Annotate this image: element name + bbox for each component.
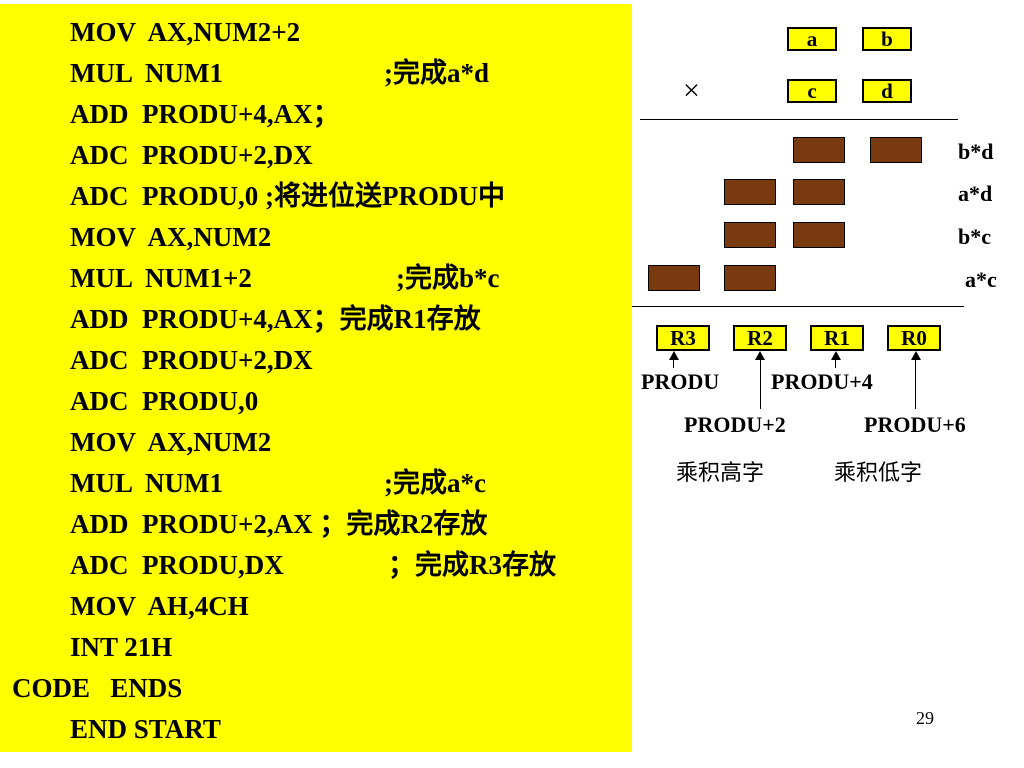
code-line: ADC PRODU,0 ;将进位送PRODU中 [70, 181, 505, 211]
arrow-up-icon [755, 351, 765, 360]
result-word-r2: R2 [733, 325, 787, 351]
code-line: INT 21H [70, 632, 173, 662]
partial-label-bc: b*c [958, 224, 991, 249]
partial-block [793, 222, 845, 248]
code-comment: ;完成b*c [396, 263, 500, 293]
page-number: 29 [916, 708, 934, 728]
partial-label-ac: a*c [965, 267, 997, 292]
code-line: ADD PRODU+4,AX；完成R1存放 [70, 304, 481, 334]
partial-block [724, 179, 776, 205]
partial-block [724, 265, 776, 291]
low-word-label: 乘积低字 [834, 460, 923, 485]
partial-label-bd: b*d [958, 139, 994, 164]
partial-block [870, 137, 922, 163]
code-line: END START [70, 714, 221, 744]
result-word-r3: R3 [656, 325, 710, 351]
partial-block [793, 137, 845, 163]
arrow-line [835, 358, 836, 368]
partial-block [724, 222, 776, 248]
code-line: ADC PRODU,0 [70, 386, 259, 416]
code-panel [0, 4, 632, 752]
code-line: MOV AX,NUM2 [70, 222, 272, 252]
code-line: ADC PRODU,DX；完成R3存放 [70, 545, 556, 585]
partial-block [793, 179, 845, 205]
code-line: ADD PRODU+4,AX； [70, 99, 340, 129]
code-line: MOV AH,4CH [70, 591, 249, 621]
code-line: MUL NUM1+2;完成b*c [70, 258, 500, 298]
code-comment: ；完成R3存放 [388, 550, 556, 580]
address-produ-2: PRODU+2 [684, 412, 786, 437]
code-line: MOV AX,NUM2 [70, 427, 272, 457]
code-line: MOV AX,NUM2+2 [70, 17, 301, 47]
operand-b-box: b [862, 27, 912, 51]
divider-top [640, 119, 958, 120]
address-produ-4: PRODU+4 [771, 369, 873, 394]
result-word-r1: R1 [810, 325, 864, 351]
address-produ: PRODU [641, 369, 720, 394]
arrow-up-icon [831, 351, 841, 360]
times-sign: × [683, 74, 700, 107]
code-line: ADC PRODU+2,DX [70, 140, 313, 170]
code-line: ADD PRODU+2,AX ；完成R2存放 [70, 509, 488, 539]
partial-block [648, 265, 700, 291]
code-line: MUL NUM1;完成a*d [70, 53, 489, 93]
code-line: CODE ENDS [12, 673, 183, 703]
operand-c-box: c [787, 79, 837, 103]
arrow-up-icon [911, 351, 921, 360]
arrow-line [673, 358, 674, 368]
arrow-line [915, 358, 916, 409]
high-word-label: 乘积高字 [676, 460, 765, 485]
arrow-up-icon [669, 351, 679, 360]
partial-label-ad: a*d [958, 181, 993, 206]
code-comment: ;完成a*d [384, 58, 490, 88]
address-produ-6: PRODU+6 [864, 412, 966, 437]
operand-a-box: a [787, 27, 837, 51]
operand-d-box: d [862, 79, 912, 103]
code-line: MUL NUM1;完成a*c [70, 463, 486, 503]
arrow-line [760, 358, 761, 409]
code-line: ADC PRODU+2,DX [70, 345, 313, 375]
divider-bottom [632, 306, 964, 307]
result-word-r0: R0 [887, 325, 941, 351]
code-comment: ;完成a*c [384, 468, 486, 498]
